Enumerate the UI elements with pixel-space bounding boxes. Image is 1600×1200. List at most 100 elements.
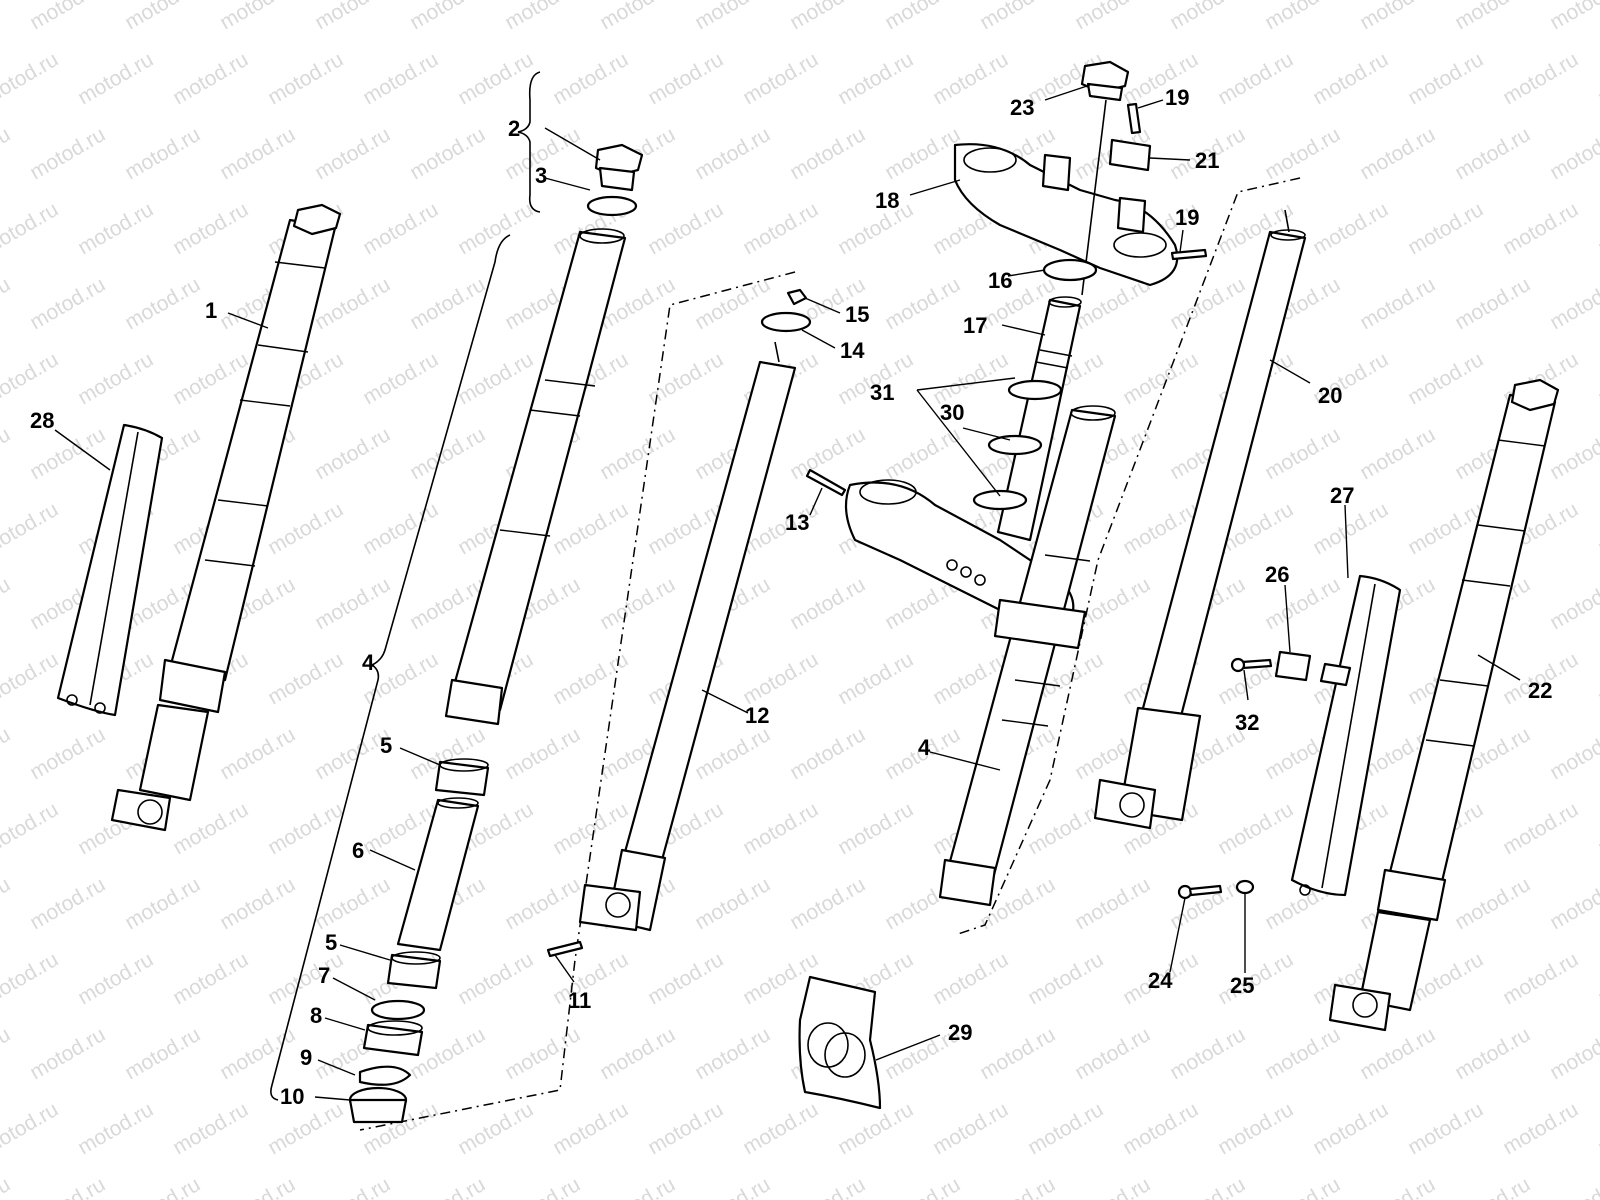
watermark-text: motod.ru: [1356, 423, 1439, 484]
watermark-text: motod.ru: [786, 573, 869, 634]
watermark-text: motod.ru: [644, 948, 727, 1009]
watermark-text: motod.ru: [0, 648, 62, 709]
watermark-text: motod.ru: [0, 723, 14, 784]
watermark-text: motod.ru: [1594, 948, 1600, 1009]
watermark-text: motod.ru: [739, 198, 822, 259]
washer-14: [760, 311, 812, 333]
bolt-13: [805, 468, 847, 497]
watermark-text: motod.ru: [976, 1023, 1059, 1084]
watermark-text: motod.ru: [1546, 1023, 1600, 1084]
watermark-text: motod.ru: [1546, 723, 1600, 784]
callout-17: 17: [963, 313, 987, 338]
dust-seal-10: [348, 1086, 408, 1124]
watermark-text: motod.ru: [1546, 0, 1600, 34]
outer-tube-right: [938, 405, 1117, 907]
watermark-text: motod.ru: [359, 498, 442, 559]
fork-guard-right: [1290, 574, 1402, 897]
callout-20: 20: [1318, 383, 1342, 408]
watermark-text: motod.ru: [0, 48, 62, 109]
bolt-24: [1188, 884, 1223, 897]
callout-23: 23: [1010, 95, 1034, 120]
watermark-text: motod.ru: [1451, 123, 1534, 184]
watermark-text: motod.ru: [26, 1173, 109, 1200]
watermark-text: motod.ru: [311, 423, 394, 484]
watermark-text: motod.ru: [1499, 198, 1582, 259]
bearing-16: [1042, 258, 1098, 282]
watermark-text: motod.ru: [1499, 1098, 1582, 1159]
watermark-text: motod.ru: [1261, 423, 1344, 484]
handlebar-clamp-21: [1108, 138, 1152, 172]
circlip-9: [358, 1065, 412, 1086]
callout-27: 27: [1330, 483, 1354, 508]
watermark-text: motod.ru: [264, 648, 347, 709]
watermark-text: motod.ru: [454, 948, 537, 1009]
brace-2: [517, 71, 541, 213]
callout-12: 12: [745, 703, 769, 728]
watermark-text: motod.ru: [739, 48, 822, 109]
callout-4-left: 4: [362, 650, 375, 675]
watermark-text: motod.ru: [1356, 1023, 1439, 1084]
watermark-text: motod.ru: [929, 1098, 1012, 1159]
watermark-text: motod.ru: [1214, 948, 1297, 1009]
watermark-text: motod.ru: [359, 348, 442, 409]
watermark-text: motod.ru: [121, 1023, 204, 1084]
watermark-text: motod.ru: [1309, 48, 1392, 109]
watermark-text: motod.ru: [786, 873, 869, 934]
watermark-text: motod.ru: [74, 348, 157, 409]
watermark-text: motod.ru: [0, 123, 14, 184]
watermark-text: motod.ru: [1594, 798, 1600, 859]
watermark-text: motod.ru: [311, 573, 394, 634]
watermark-text: motod.ru: [549, 498, 632, 559]
watermark-text: motod.ru: [501, 873, 584, 934]
seal-kit-29: [798, 975, 882, 1110]
watermark-text: motod.ru: [1214, 798, 1297, 859]
callout-21: 21: [1195, 148, 1219, 173]
watermark-text: motod.ru: [121, 873, 204, 934]
watermark-text: motod.ru: [26, 723, 109, 784]
watermark-text: motod.ru: [1546, 1173, 1600, 1200]
bolt-32-head: [1230, 657, 1246, 673]
steering-nut: [1080, 60, 1130, 102]
watermark-text: motod.ru: [1261, 1023, 1344, 1084]
watermark-text: motod.ru: [1166, 1023, 1249, 1084]
watermark-text: motod.ru: [549, 648, 632, 709]
callout-5-lower: 5: [325, 930, 337, 955]
watermark-text: motod.ru: [1499, 948, 1582, 1009]
watermark-text: motod.ru: [74, 1098, 157, 1159]
watermark-text: motod.ru: [74, 948, 157, 1009]
watermark-text: motod.ru: [1404, 1098, 1487, 1159]
watermark-text: motod.ru: [1404, 348, 1487, 409]
watermark-text: motod.ru: [739, 798, 822, 859]
watermark-text: motod.ru: [26, 1023, 109, 1084]
bolt-32: [1240, 658, 1273, 670]
watermark-text: motod.ru: [169, 798, 252, 859]
watermark-text: motod.ru: [976, 1173, 1059, 1200]
callout-30: 30: [940, 400, 964, 425]
watermark-text: motod.ru: [0, 423, 14, 484]
watermark-text: motod.ru: [406, 0, 489, 34]
watermark-text: motod.ru: [834, 48, 917, 109]
watermark-text: motod.ru: [596, 1023, 679, 1084]
watermark-text: motod.ru: [406, 1173, 489, 1200]
watermark-text: motod.ru: [691, 0, 774, 34]
callout-6: 6: [352, 838, 364, 863]
watermark-text: motod.ru: [1546, 423, 1600, 484]
watermark-text: motod.ru: [1594, 198, 1600, 259]
watermark-text: motod.ru: [834, 648, 917, 709]
watermark-text: motod.ru: [0, 573, 14, 634]
watermark-text: motod.ru: [691, 1023, 774, 1084]
watermark-text: motod.ru: [1071, 1173, 1154, 1200]
watermark-text: motod.ru: [454, 198, 537, 259]
callout-32: 32: [1235, 710, 1259, 735]
watermark-text: motod.ru: [311, 873, 394, 934]
watermark-text: motod.ru: [0, 0, 14, 34]
watermark-text: motod.ru: [0, 273, 14, 334]
watermark-text: motod.ru: [596, 1173, 679, 1200]
watermark-text: motod.ru: [596, 573, 679, 634]
watermark-text: motod.ru: [929, 948, 1012, 1009]
watermark-text: motod.ru: [1119, 348, 1202, 409]
watermark-text: motod.ru: [26, 873, 109, 934]
watermark-text: motod.ru: [596, 423, 679, 484]
watermark-text: motod.ru: [1214, 48, 1297, 109]
watermark-text: motod.ru: [881, 273, 964, 334]
